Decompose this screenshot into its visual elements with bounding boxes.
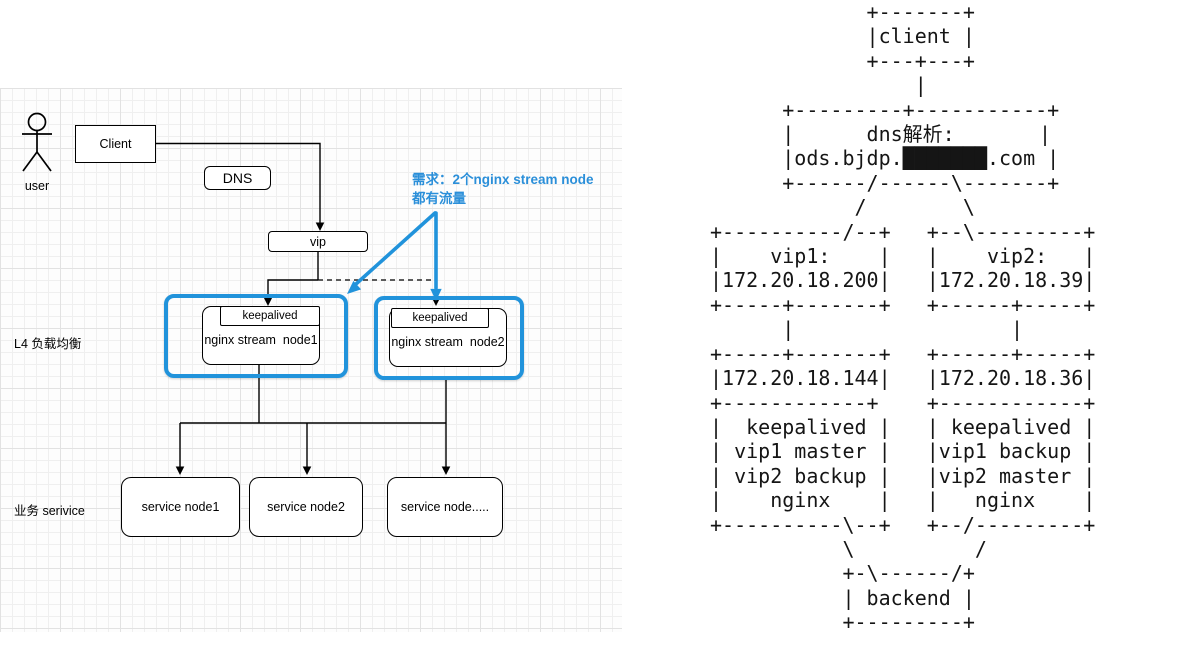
dns-box[interactable]: DNS — [204, 166, 271, 190]
user-actor-label: user — [24, 179, 50, 193]
drawio-canvas: user Client DNS vip L4 负载均衡 业务 serivice … — [0, 88, 622, 632]
service-node1-label: service node1 — [141, 500, 220, 514]
nginx-stream-node1-label: nginx stream node1 — [204, 333, 318, 347]
nginx-stream-node2-box[interactable]: keepalived nginx stream node2 — [389, 308, 507, 367]
keepalived-tab-node1: keepalived — [220, 306, 320, 326]
nginx-stream-node1-box[interactable]: keepalived nginx stream node1 — [202, 306, 320, 365]
keepalived-label: keepalived — [242, 310, 298, 322]
highlight-group-node2 — [374, 296, 524, 380]
lane-label-l4: L4 负载均衡 — [14, 337, 82, 351]
service-node2-box[interactable]: service node2 — [249, 477, 363, 537]
lane-label-business: 业务 serivice — [14, 504, 85, 518]
ascii-panel: +-------+ |client | +---+---+ | +-------… — [627, 0, 1177, 662]
requirement-note: 需求：2个nginx stream node 都有流量 — [412, 170, 622, 208]
service-node3-label: service node..... — [400, 500, 490, 514]
client-box-label: Client — [99, 137, 132, 151]
keepalived-tab-node2: keepalived — [391, 308, 489, 328]
vip-box-label: vip — [310, 234, 326, 249]
dns-box-label: DNS — [222, 170, 253, 186]
client-box[interactable]: Client — [75, 125, 156, 163]
keepalived-label: keepalived — [412, 312, 468, 324]
service-node1-box[interactable]: service node1 — [121, 477, 240, 537]
nginx-stream-node2-label: nginx stream node2 — [391, 335, 505, 349]
service-node3-box[interactable]: service node..... — [387, 477, 503, 537]
service-node2-label: service node2 — [267, 500, 345, 514]
highlight-group-node1 — [164, 294, 348, 378]
requirement-note-line2: 都有流量 — [412, 191, 466, 206]
requirement-note-line1: 需求：2个nginx stream node — [412, 172, 594, 187]
ascii-architecture-diagram: +-------+ |client | +---+---+ | +-------… — [710, 0, 1096, 635]
vip-box[interactable]: vip — [268, 231, 368, 252]
